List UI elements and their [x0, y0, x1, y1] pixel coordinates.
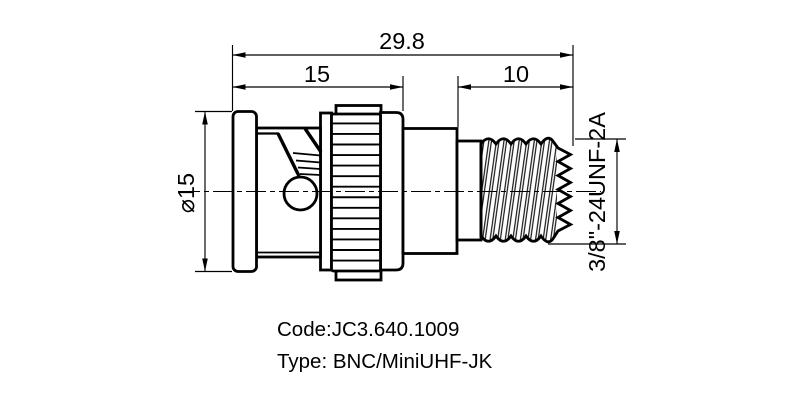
arrowhead-left	[458, 84, 471, 90]
arrowhead-up	[614, 139, 620, 152]
arrowhead-left	[232, 84, 246, 90]
neck	[455, 139, 483, 242]
arrowhead-right	[560, 84, 573, 90]
code-text: Code:JC3.640.1009	[277, 318, 459, 341]
slot-rung	[292, 152, 321, 157]
bayonet-slot	[256, 127, 323, 177]
dim-total-length: 29.8	[232, 28, 573, 58]
knurled-ring	[330, 112, 382, 273]
dimensions: 29.8 15 10 ⌀15	[173, 28, 626, 273]
arrowhead-right	[560, 52, 573, 58]
knurl-lines	[331, 122, 381, 262]
dim-thread-length-label: 10	[503, 61, 529, 87]
slot-rung	[299, 173, 321, 176]
type-text: Type: BNC/MiniUHF-JK	[277, 350, 493, 373]
dim-diameter: ⌀15	[173, 110, 232, 273]
arrowhead-down	[202, 258, 208, 272]
slot-rung	[295, 159, 321, 164]
slot-rung	[297, 166, 321, 170]
slot-left-edge	[276, 132, 301, 177]
arrowhead-left	[232, 52, 246, 58]
dim-thread-spec: 3/8"-24UNF-2A	[548, 112, 626, 272]
thread-hatching	[481, 138, 557, 242]
bayonet-pin-hole	[282, 175, 319, 212]
slot-right-edge	[303, 127, 323, 153]
arrowhead-up	[202, 111, 208, 125]
footer: Code:JC3.640.1009 Type: BNC/MiniUHF-JK	[277, 318, 493, 373]
dim-front-length: 15	[232, 61, 404, 111]
part-outline	[231, 104, 574, 282]
arrowhead-down	[614, 231, 620, 244]
dim-front-length-label: 15	[304, 61, 330, 87]
arrowhead-right	[390, 84, 403, 90]
dim-diameter-label: ⌀15	[173, 173, 199, 213]
dim-thread-length: 10	[457, 61, 573, 127]
dim-thread-spec-label: 3/8"-24UNF-2A	[584, 112, 610, 272]
dim-total-length-label: 29.8	[379, 28, 425, 54]
